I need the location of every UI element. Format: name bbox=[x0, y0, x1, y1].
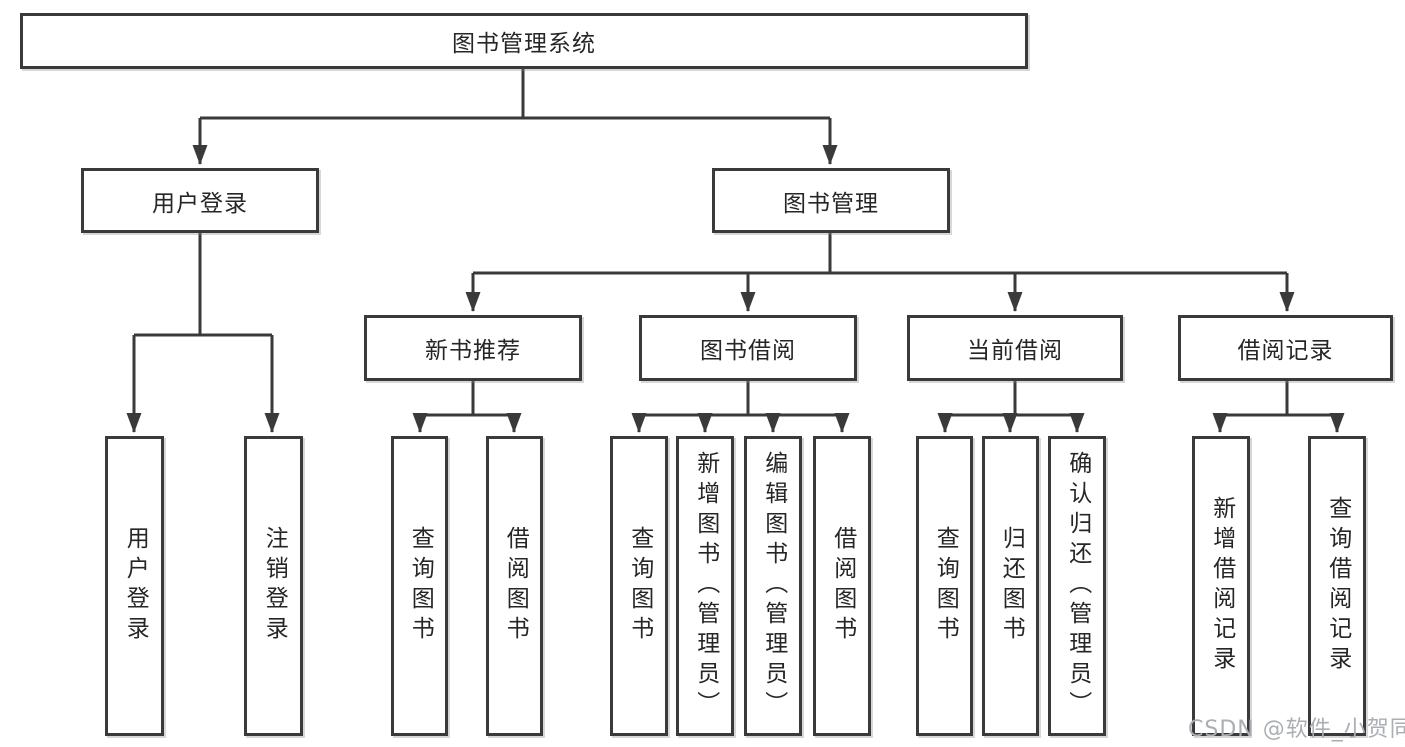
node-user-login: 用户登录 bbox=[81, 168, 319, 233]
leaf-current-confirm-return-admin-label: 确认归还（管理员） bbox=[1064, 451, 1091, 721]
leaf-records-add-record: 新增借阅记录 bbox=[1192, 436, 1250, 736]
leaf-current-return-book-label: 归还图书 bbox=[998, 526, 1025, 646]
node-borrow-records: 借阅记录 bbox=[1178, 315, 1393, 381]
leaf-borrow-edit-book-admin-label: 编辑图书（管理员） bbox=[760, 451, 787, 721]
leaf-current-query-book: 查询图书 bbox=[916, 436, 973, 736]
leaf-user-login-label: 用户登录 bbox=[122, 526, 149, 646]
node-root-system: 图书管理系统 bbox=[20, 13, 1028, 69]
node-book-management: 图书管理 bbox=[712, 168, 950, 233]
leaf-logout: 注销登录 bbox=[244, 436, 303, 736]
leaf-current-return-book: 归还图书 bbox=[982, 436, 1039, 736]
leaf-records-query-record: 查询借阅记录 bbox=[1308, 436, 1366, 736]
leaf-borrow-query-book-label: 查询图书 bbox=[626, 526, 653, 646]
node-book-borrow: 图书借阅 bbox=[639, 315, 857, 381]
node-current-borrow: 当前借阅 bbox=[907, 315, 1123, 381]
leaf-recommend-query-book-label: 查询图书 bbox=[407, 526, 434, 646]
leaf-records-add-record-label: 新增借阅记录 bbox=[1208, 496, 1235, 676]
leaf-current-query-book-label: 查询图书 bbox=[932, 526, 959, 646]
leaf-borrow-edit-book-admin: 编辑图书（管理员） bbox=[744, 436, 802, 736]
node-new-book-recommend: 新书推荐 bbox=[364, 315, 582, 381]
leaf-logout-label: 注销登录 bbox=[261, 526, 288, 646]
leaf-recommend-borrow-book-label: 借阅图书 bbox=[502, 526, 529, 646]
leaf-borrow-borrow-book-label: 借阅图书 bbox=[829, 526, 856, 646]
leaf-recommend-borrow-book: 借阅图书 bbox=[486, 436, 543, 736]
leaf-borrow-query-book: 查询图书 bbox=[610, 436, 668, 736]
leaf-records-query-record-label: 查询借阅记录 bbox=[1324, 496, 1351, 676]
leaf-borrow-add-book-admin-label: 新增图书（管理员） bbox=[692, 451, 719, 721]
csdn-watermark: CSDN @软件_小贺同学 bbox=[1188, 717, 1405, 742]
leaf-user-login: 用户登录 bbox=[105, 436, 164, 736]
leaf-recommend-query-book: 查询图书 bbox=[391, 436, 448, 736]
leaf-borrow-borrow-book: 借阅图书 bbox=[813, 436, 871, 736]
leaf-current-confirm-return-admin: 确认归还（管理员） bbox=[1048, 436, 1106, 736]
leaf-borrow-add-book-admin: 新增图书（管理员） bbox=[676, 436, 734, 736]
